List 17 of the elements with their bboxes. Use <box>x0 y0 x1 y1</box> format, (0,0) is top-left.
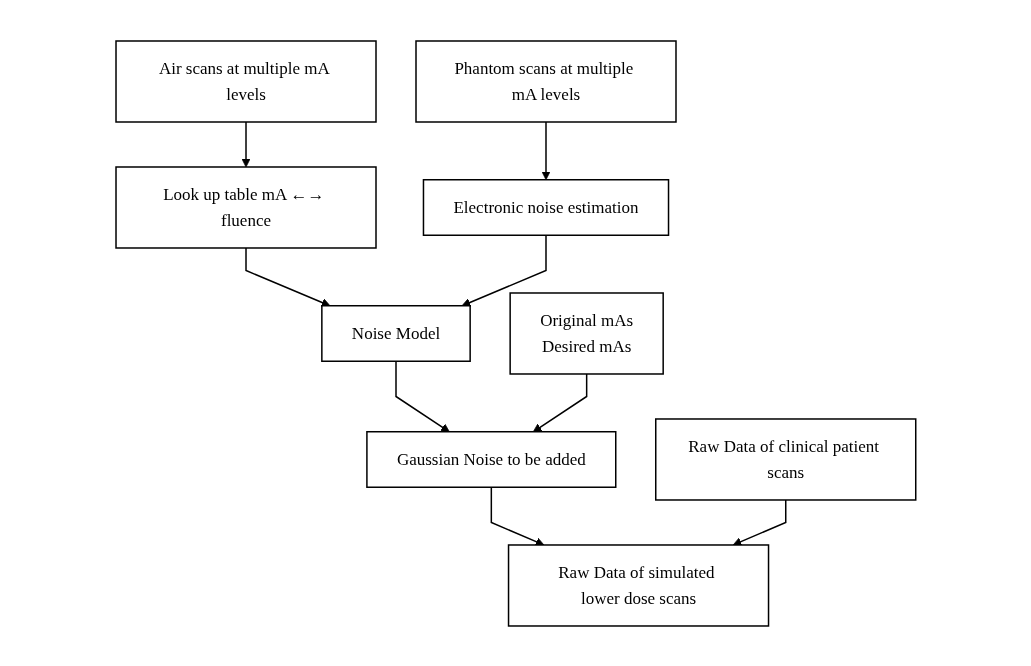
node-box: Gaussian Noise to be added <box>365 430 617 488</box>
node-box: Phantom scans at multiple mA levels <box>414 39 677 123</box>
arrow <box>541 120 550 180</box>
node-box: Look up table mA ←→ fluence <box>114 165 377 249</box>
arrow <box>732 498 787 546</box>
node-box: Raw Data of clinical patient scans <box>654 417 917 501</box>
arrow <box>532 372 588 432</box>
arrow <box>490 486 544 546</box>
arrow <box>394 360 450 432</box>
node-box: Air scans at multiple mA levels <box>114 39 377 123</box>
arrow <box>461 234 547 307</box>
node-box: Original mAs Desired mAs <box>509 291 664 375</box>
arrow <box>244 246 330 307</box>
node-box: Electronic noise estimation <box>422 178 669 236</box>
arrow <box>241 120 251 167</box>
node-box: Raw Data of simulated lower dose scans <box>507 543 769 627</box>
node-box: Noise Model <box>320 304 471 362</box>
